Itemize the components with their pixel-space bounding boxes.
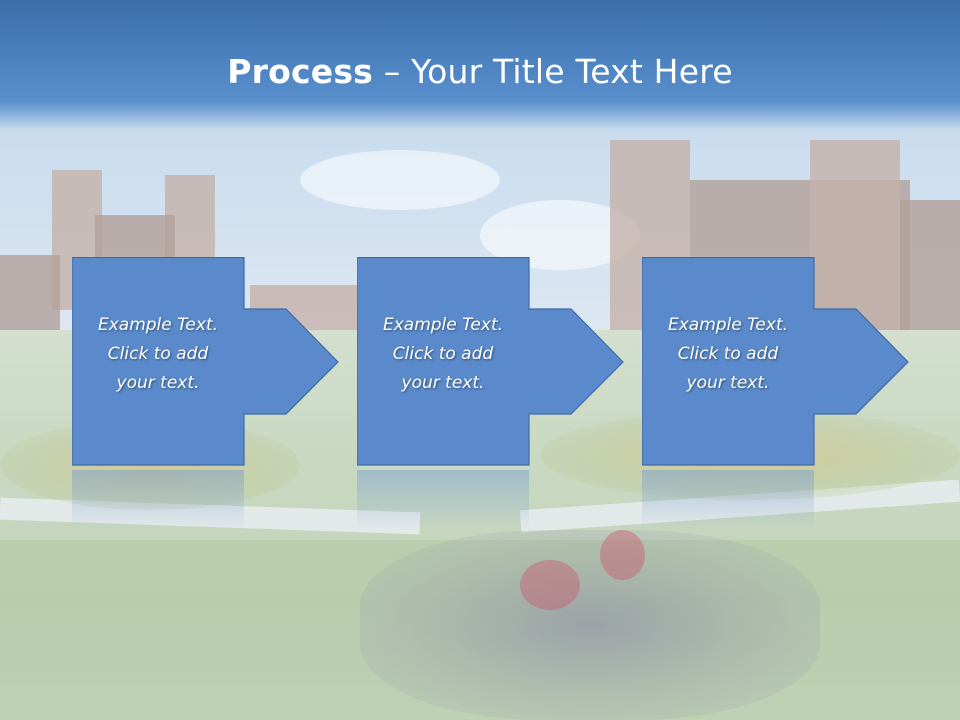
- step-text-line: Example Text.: [667, 315, 789, 335]
- step-text-line: Click to add: [107, 344, 209, 364]
- background-cloud: [300, 150, 500, 210]
- background-flowers: [360, 530, 820, 720]
- background-building-right: [900, 200, 960, 330]
- title-rest: – Your Title Text Here: [373, 52, 733, 91]
- step-text-line: Click to add: [392, 344, 494, 364]
- step-text[interactable]: Example Text. Click to add your text.: [72, 311, 244, 398]
- step-text[interactable]: Example Text. Click to add your text.: [357, 311, 529, 398]
- step-text-line: Click to add: [677, 344, 779, 364]
- right-arrow-icon: [72, 257, 339, 466]
- background-red-flowers: [520, 560, 580, 610]
- step-text-line: your text.: [686, 373, 770, 393]
- background-red-flowers: [600, 530, 645, 580]
- step-reflection: [72, 470, 244, 530]
- background-lawn: [0, 540, 960, 720]
- step-text-line: Example Text.: [97, 315, 219, 335]
- step-text-line: Example Text.: [382, 315, 504, 335]
- background-cathedral-right: [810, 140, 900, 330]
- background-building-left: [0, 255, 60, 335]
- title-bold: Process: [227, 52, 374, 91]
- process-step-1[interactable]: Example Text. Click to add your text.: [72, 257, 342, 467]
- step-reflection: [357, 470, 529, 530]
- step-text-line: your text.: [116, 373, 200, 393]
- title-bar: [0, 0, 960, 130]
- right-arrow-icon: [642, 257, 909, 466]
- slide-title[interactable]: Process – Your Title Text Here: [0, 52, 960, 91]
- right-arrow-icon: [357, 257, 624, 466]
- step-text[interactable]: Example Text. Click to add your text.: [642, 311, 814, 398]
- step-text-line: your text.: [401, 373, 485, 393]
- process-step-2[interactable]: Example Text. Click to add your text.: [357, 257, 627, 467]
- process-step-3[interactable]: Example Text. Click to add your text.: [642, 257, 912, 467]
- step-reflection: [642, 470, 814, 530]
